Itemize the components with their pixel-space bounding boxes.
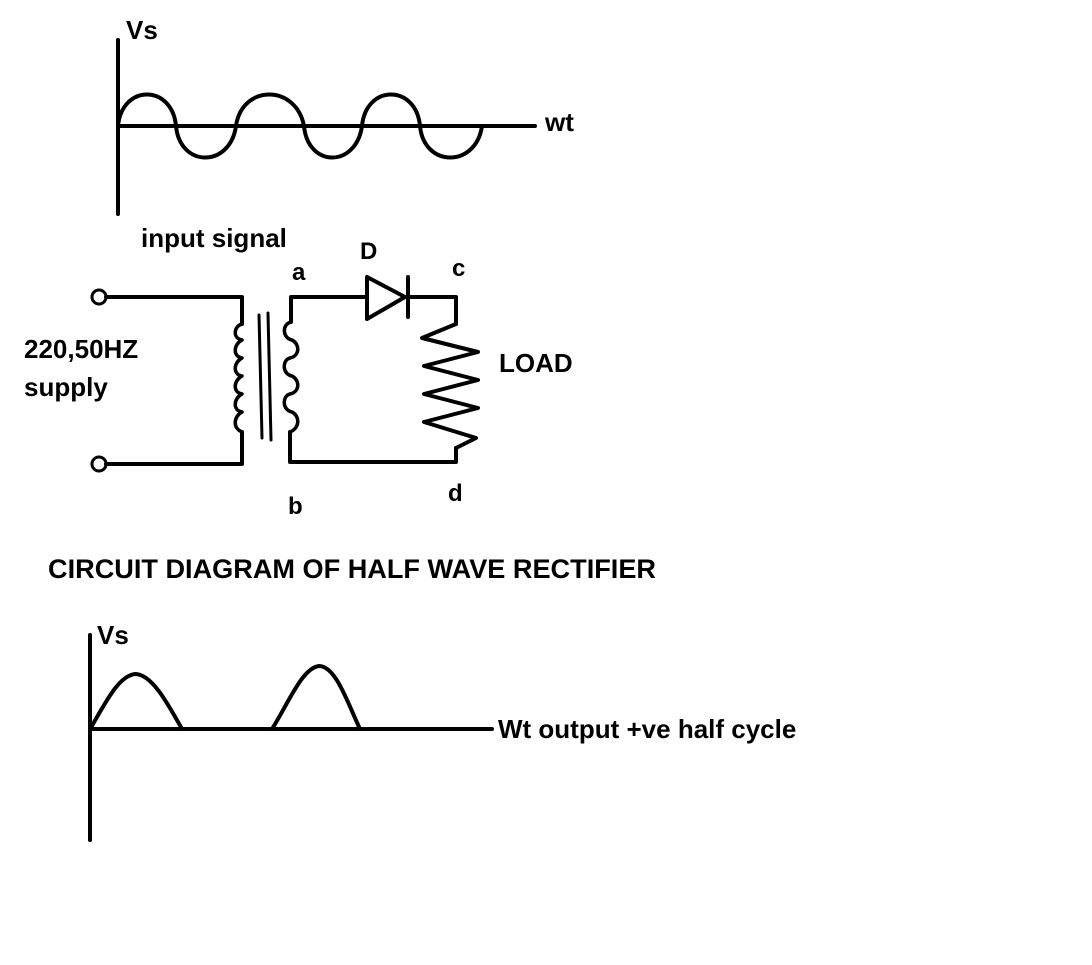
node-a-label: a bbox=[292, 259, 306, 286]
load-label: LOAD bbox=[499, 348, 573, 378]
input-signal-caption: input signal bbox=[141, 223, 287, 253]
load-resistor bbox=[420, 322, 480, 450]
input-y-axis-label: Vs bbox=[126, 15, 158, 45]
output-signal-graph: Vs Wt output +ve half cycle bbox=[88, 620, 796, 842]
input-sine-wave bbox=[116, 92, 484, 160]
output-half-wave bbox=[88, 664, 362, 731]
primary-wire-top bbox=[104, 295, 244, 326]
transformer-core-right bbox=[266, 311, 273, 442]
node-b-label: b bbox=[288, 493, 303, 520]
primary-wire-bottom bbox=[104, 430, 244, 466]
diode-symbol bbox=[365, 275, 458, 326]
supply-label-line2: supply bbox=[24, 372, 108, 402]
input-signal-graph: Vs wt input signal bbox=[116, 15, 574, 253]
node-d-label: d bbox=[448, 480, 463, 507]
output-y-axis-label: Vs bbox=[97, 620, 129, 650]
secondary-coil bbox=[282, 320, 300, 434]
output-x-axis-label: Wt output +ve half cycle bbox=[498, 714, 796, 744]
diode-to-load-wire bbox=[406, 295, 458, 326]
supply-terminal-top bbox=[90, 288, 108, 306]
supply-terminal-bottom bbox=[90, 455, 108, 473]
node-c-label: c bbox=[452, 255, 465, 282]
diode-triangle bbox=[365, 275, 407, 321]
secondary-wire-top bbox=[289, 295, 367, 324]
secondary-wire-bottom bbox=[288, 430, 458, 464]
diagram-title: CIRCUIT DIAGRAM OF HALF WAVE RECTIFIER bbox=[48, 554, 656, 584]
diode-label: D bbox=[360, 238, 377, 265]
rectifier-circuit: 220,50HZ supply a b c d D LOAD bbox=[24, 238, 573, 520]
supply-label-line1: 220,50HZ bbox=[24, 334, 138, 364]
transformer-core-left bbox=[257, 313, 264, 440]
primary-coil bbox=[233, 322, 244, 434]
input-x-axis-label: wt bbox=[544, 107, 574, 137]
